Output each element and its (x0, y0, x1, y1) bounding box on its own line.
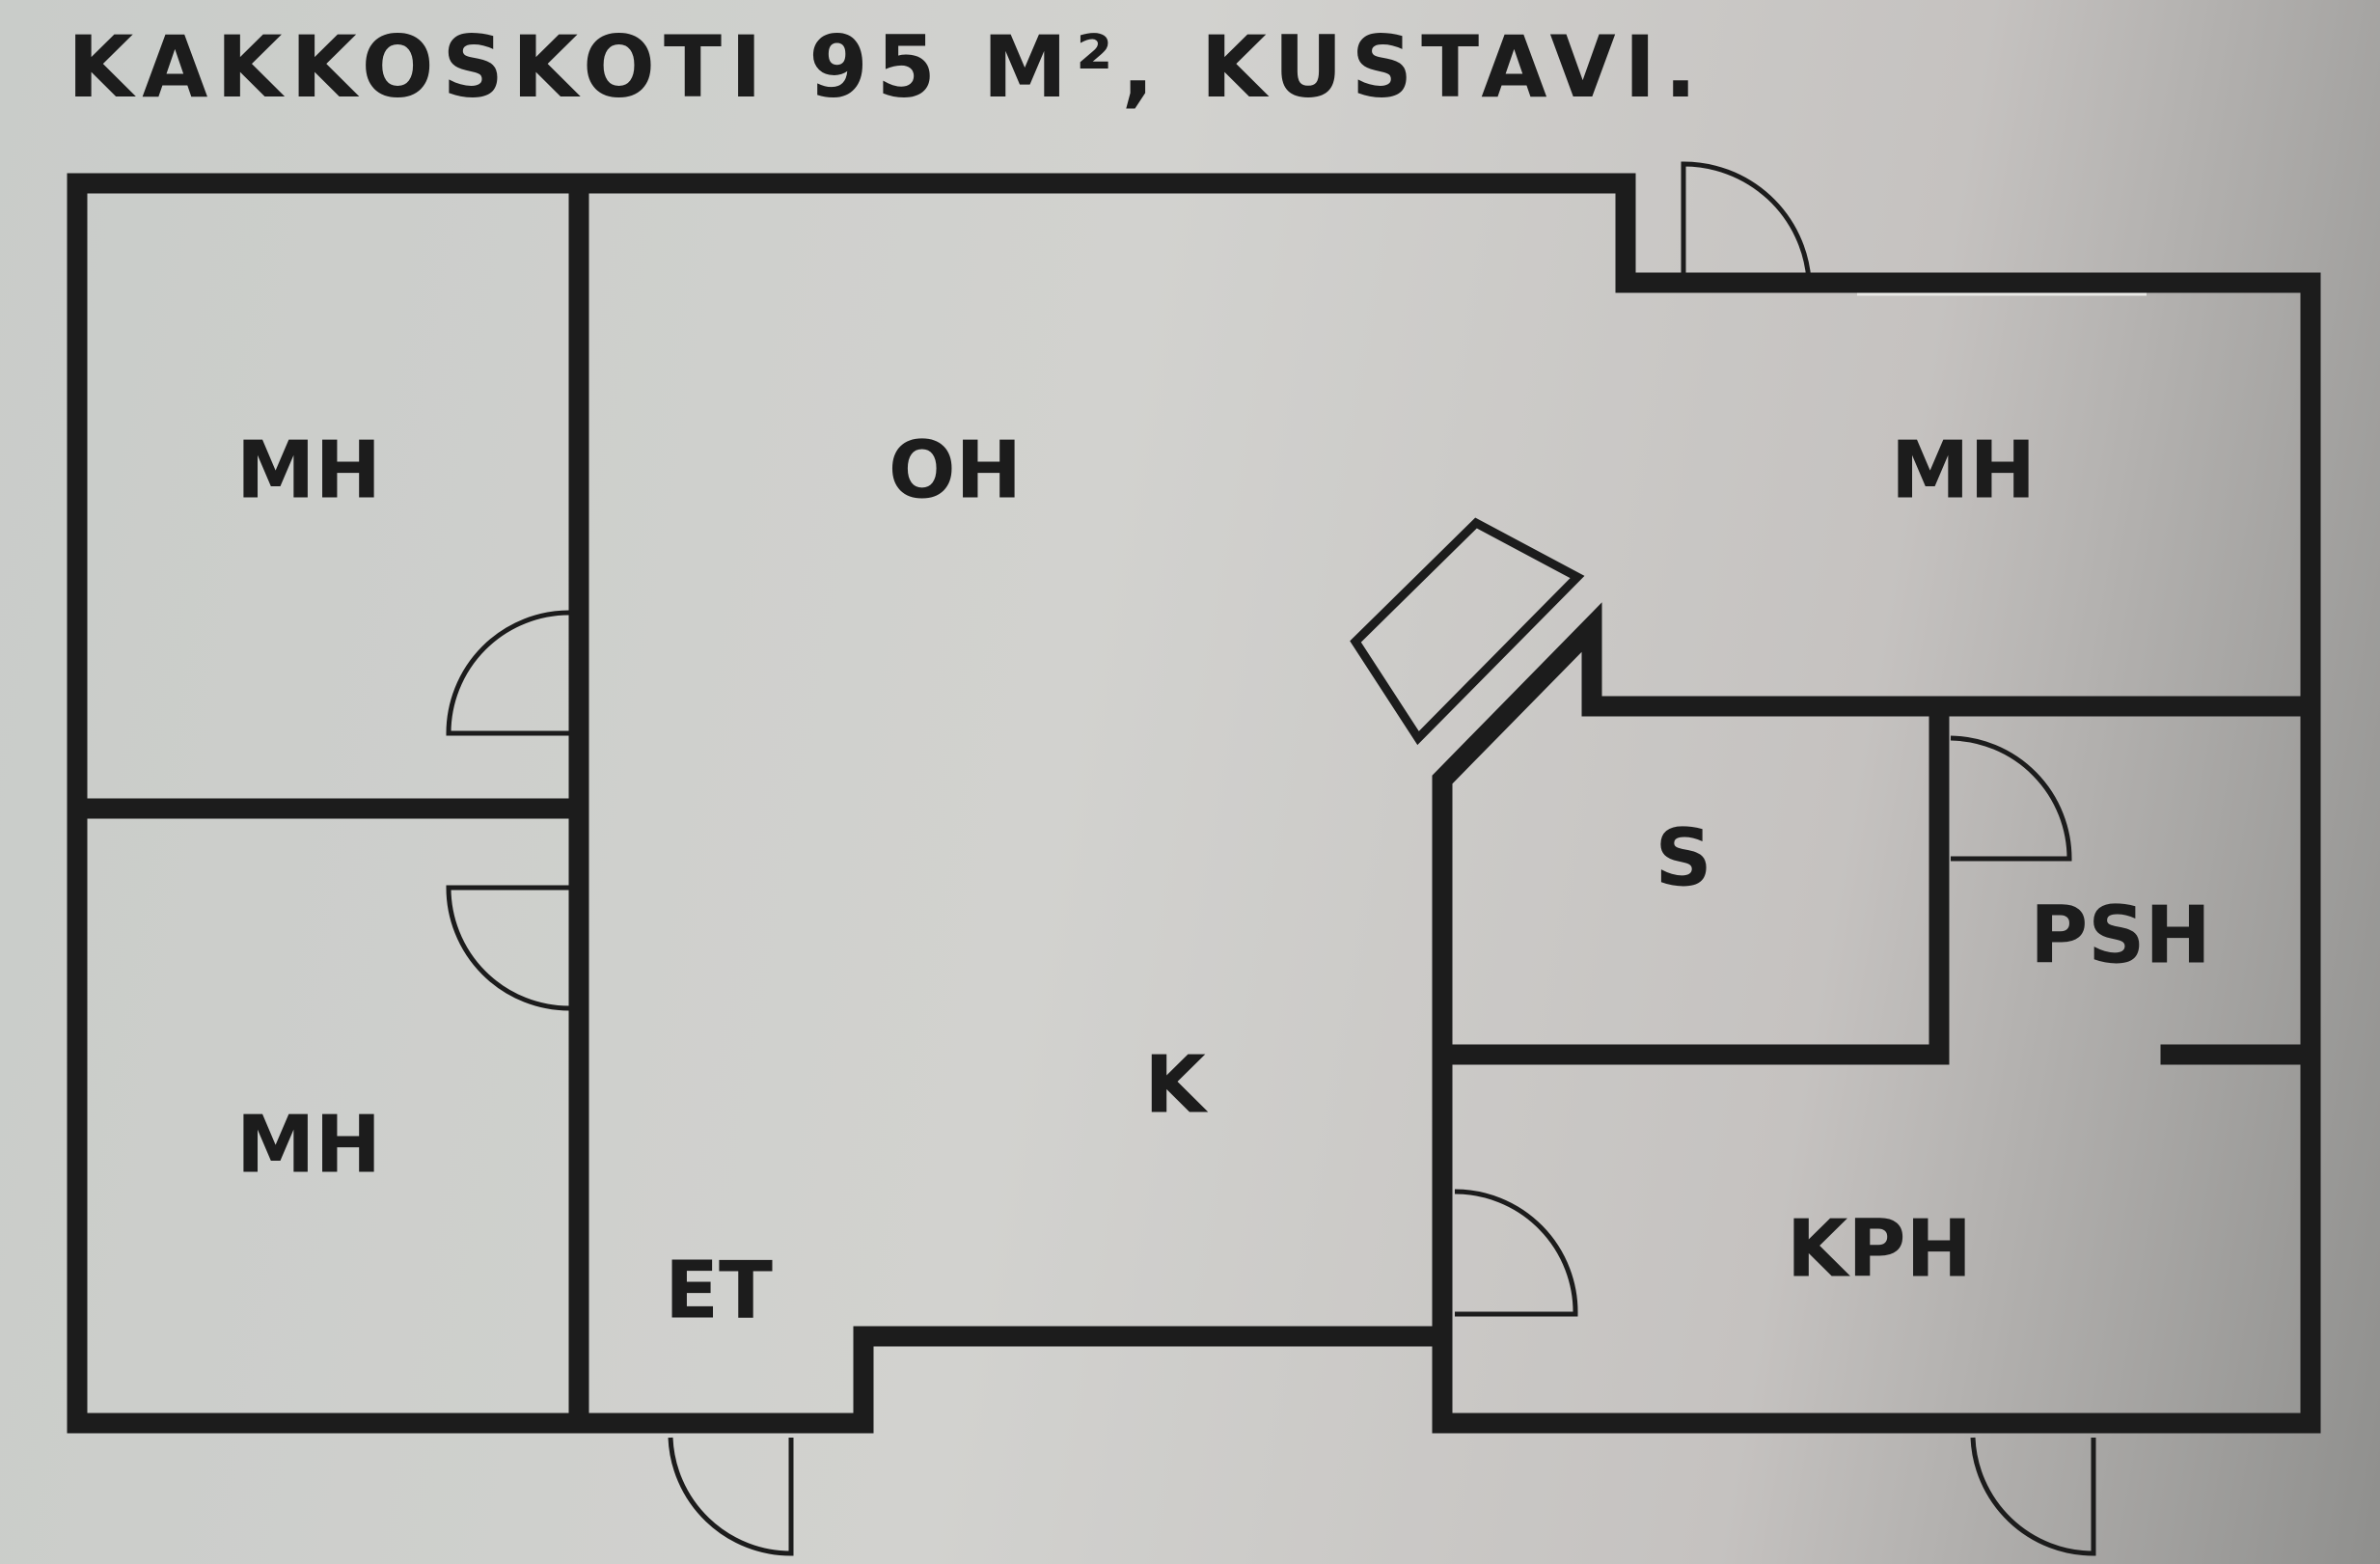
wall-right-block (1432, 602, 2321, 1347)
fireplace-icon (1350, 517, 1585, 746)
room-label-mh-right: MH (1891, 425, 2036, 516)
room-label-kph: KPH (1787, 1203, 1972, 1295)
room-labels: MH MH OH MH S PSH K KPH ET (236, 425, 2211, 1336)
room-label-mh-top: MH (236, 425, 381, 516)
room-label-psh: PSH (2030, 890, 2211, 981)
door-swing-icon (1950, 735, 2072, 862)
plan-title: KAKKOSKOTI 95 M², KUSTAVI. (68, 17, 1706, 117)
room-label-mh-bottom: MH (236, 1099, 381, 1191)
outer-wall (67, 173, 2321, 1434)
room-label-et: ET (665, 1245, 773, 1336)
door-swing-icon (446, 885, 570, 1011)
room-label-oh: OH (889, 425, 1022, 516)
door-swing-icon (446, 610, 570, 736)
door-swing-icon (1454, 1189, 1578, 1317)
room-label-s: S (1655, 812, 1711, 904)
walls (67, 173, 2321, 1434)
door-swing-icon (1681, 161, 1812, 281)
room-label-k: K (1144, 1039, 1209, 1131)
door-swing-icon (1970, 1437, 2096, 1556)
door-swing-icon (668, 1437, 794, 1556)
doors (446, 161, 2096, 1556)
